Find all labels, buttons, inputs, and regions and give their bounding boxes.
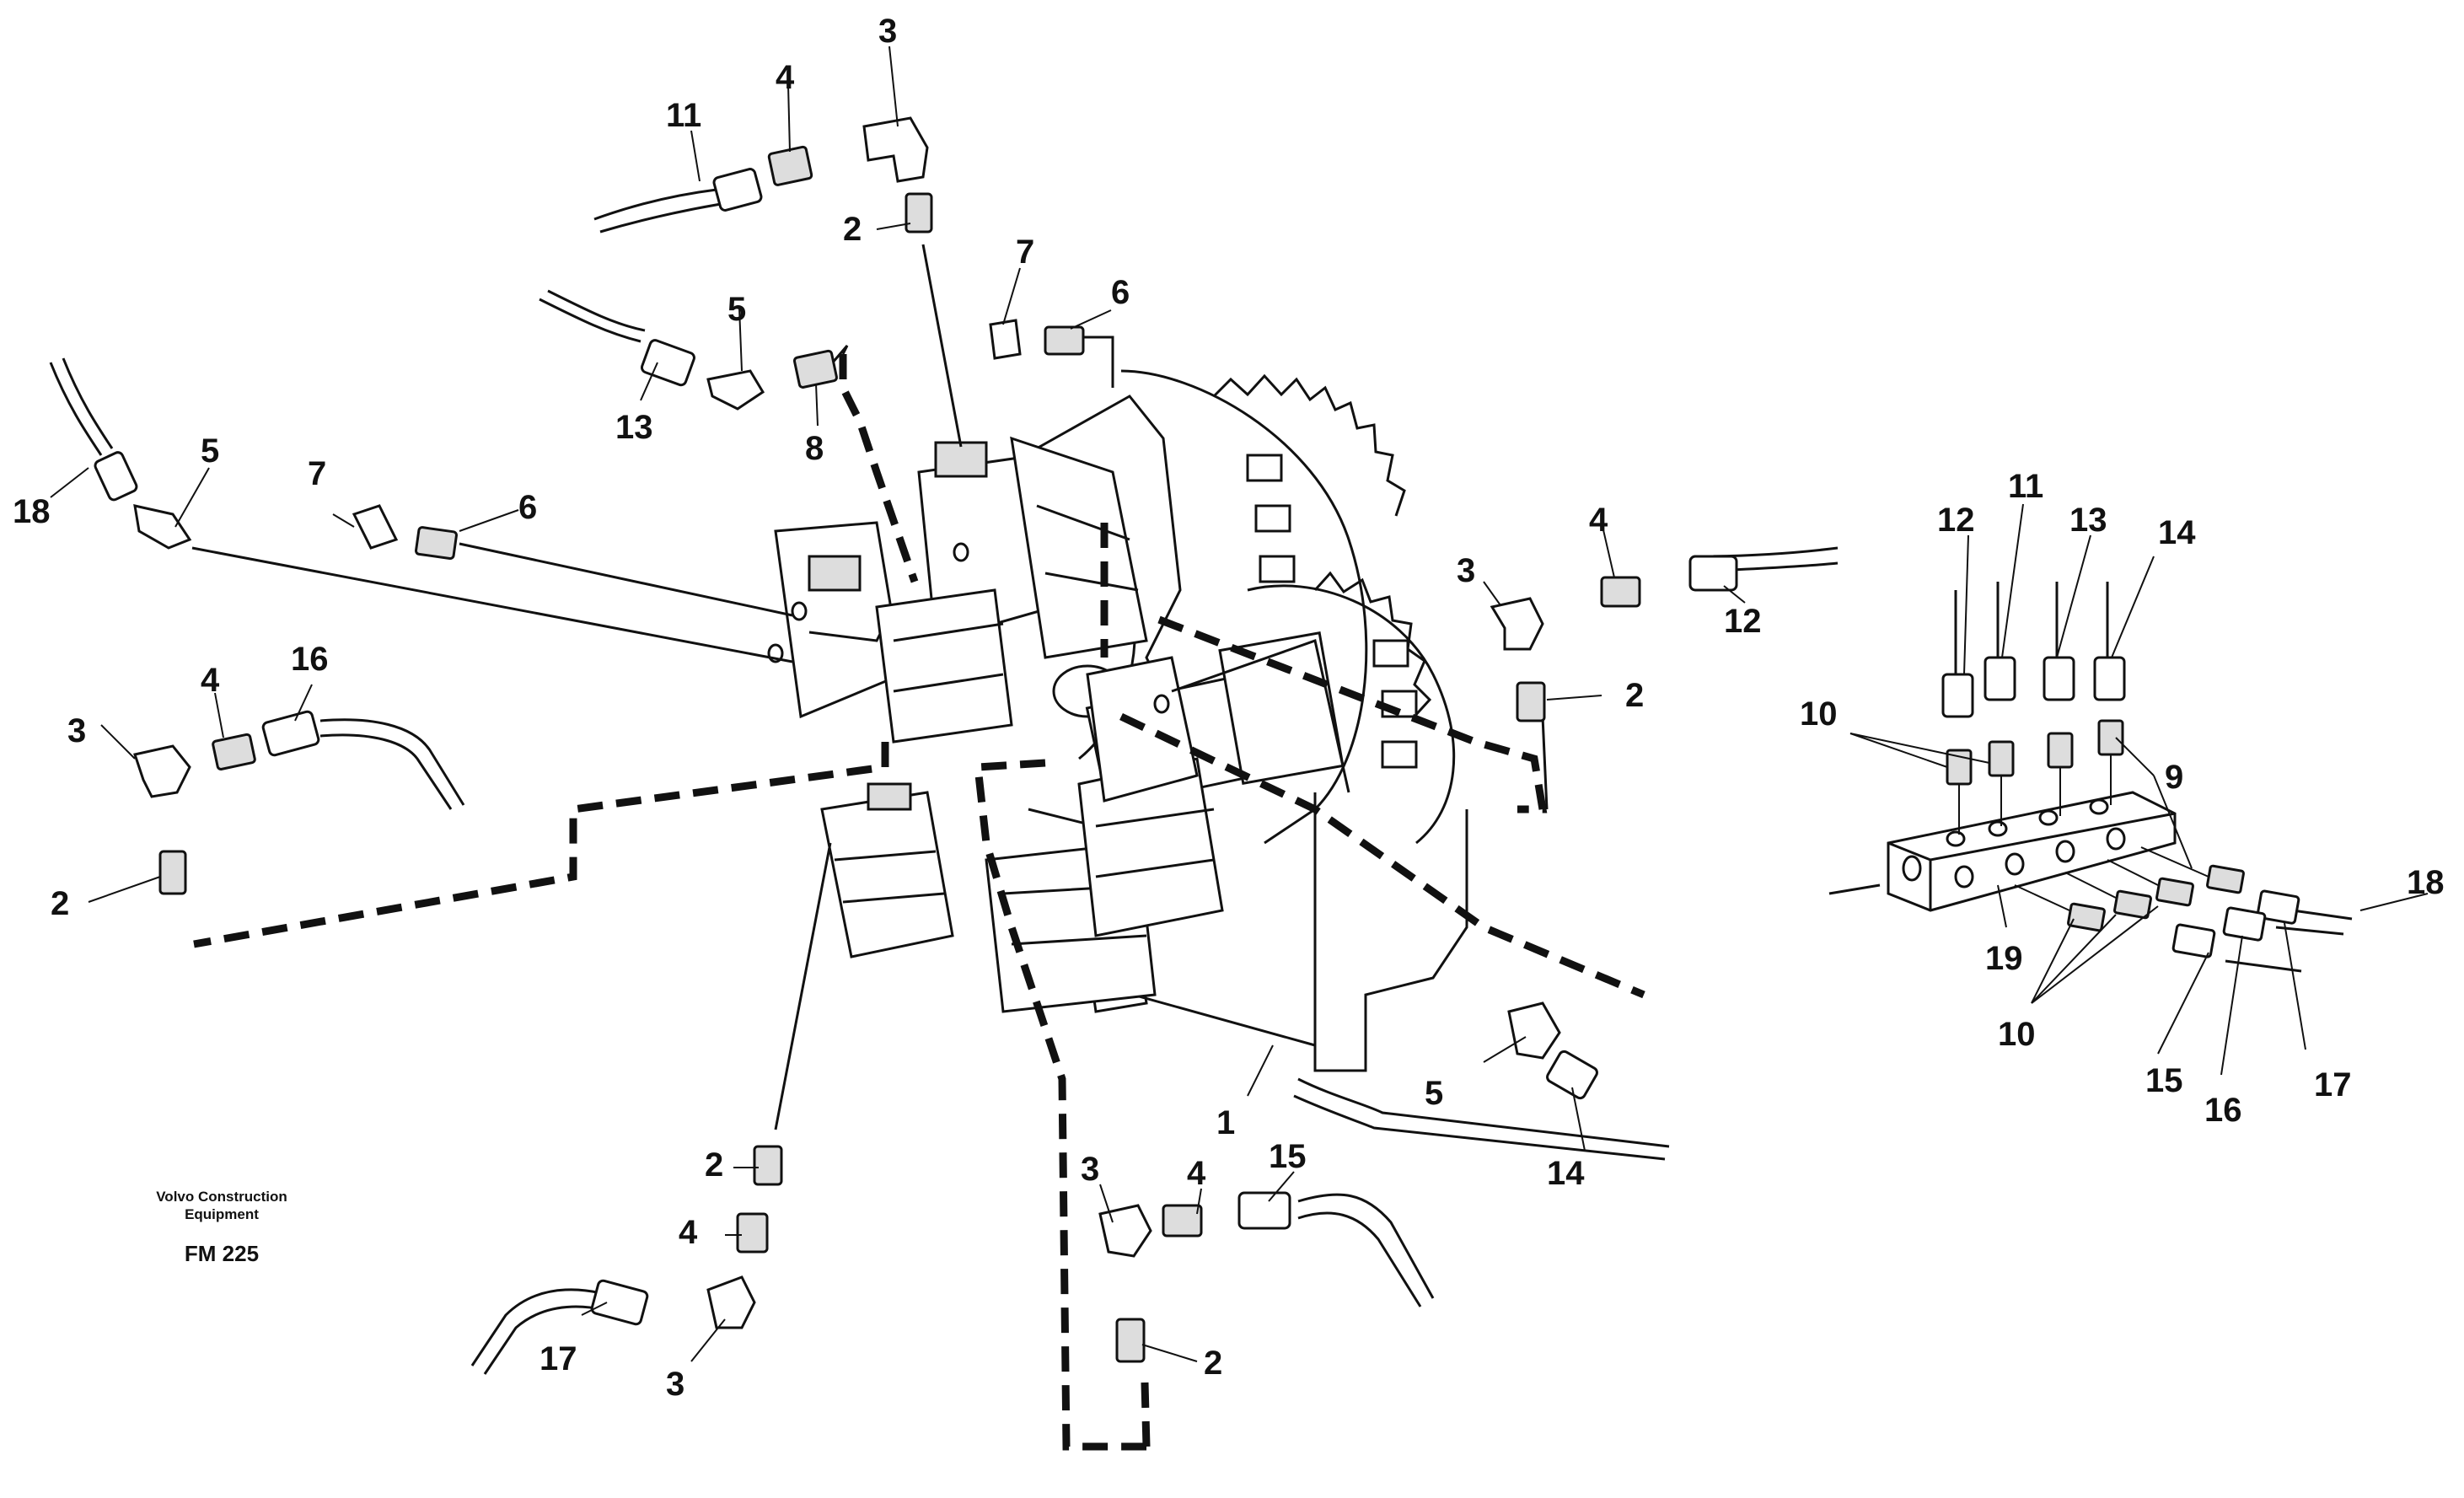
- callout-18: 18: [2407, 864, 2445, 901]
- figure-code: FM 225: [185, 1241, 259, 1266]
- callout-labels: 1 2 2 2 2 2 3 3 3 3 3 4 4 4 4 4 5 5 5 6 …: [13, 13, 2445, 1403]
- valve-block-lower: [820, 757, 1224, 1013]
- callout-7: 7: [308, 455, 326, 492]
- callout-16: 16: [2204, 1092, 2242, 1129]
- callout-10: 10: [1998, 1016, 2036, 1053]
- callout-2: 2: [51, 885, 69, 922]
- callout-17: 17: [540, 1340, 577, 1377]
- callout-6: 6: [518, 489, 537, 526]
- hoses: [49, 188, 2353, 1375]
- callout-19: 19: [1985, 940, 2023, 977]
- callout-4: 4: [1589, 502, 1608, 539]
- callout-12: 12: [1937, 502, 1975, 539]
- callout-8: 8: [805, 430, 824, 467]
- callout-14: 14: [1547, 1155, 1585, 1192]
- callout-3: 3: [1081, 1151, 1099, 1188]
- pilot-lines: [193, 354, 1645, 1451]
- callout-1: 1: [1216, 1104, 1235, 1141]
- callout-13: 13: [2069, 502, 2107, 539]
- callout-2: 2: [843, 211, 862, 248]
- callout-3: 3: [67, 712, 86, 749]
- callout-9: 9: [2165, 759, 2183, 796]
- callout-5: 5: [727, 291, 746, 328]
- callout-11: 11: [2008, 468, 2043, 505]
- brand-line-1: Volvo Construction: [156, 1189, 287, 1205]
- valve-block-upper: [917, 436, 1148, 659]
- callout-3: 3: [1457, 552, 1475, 589]
- callout-18: 18: [13, 493, 51, 530]
- callout-7: 7: [1016, 234, 1034, 271]
- callout-15: 15: [1269, 1138, 1307, 1175]
- leader-lines: [50, 46, 2429, 1362]
- callout-6: 6: [1111, 274, 1130, 311]
- callout-3: 3: [666, 1366, 684, 1403]
- callout-2: 2: [1625, 677, 1644, 714]
- callout-14: 14: [2158, 514, 2196, 551]
- callout-5: 5: [1425, 1075, 1443, 1112]
- valve-block-left: [767, 521, 1013, 744]
- callout-13: 13: [615, 409, 653, 446]
- distribution-manifold: [1828, 656, 2300, 958]
- callout-17: 17: [2314, 1066, 2352, 1103]
- callout-11: 11: [666, 97, 701, 134]
- callout-4: 4: [1187, 1155, 1206, 1192]
- callout-4: 4: [679, 1214, 698, 1251]
- callout-5: 5: [201, 432, 219, 470]
- callout-4: 4: [776, 59, 795, 96]
- brand-line-2: Equipment: [185, 1206, 259, 1222]
- figure-caption: Volvo Construction Equipment FM 225: [156, 1189, 287, 1266]
- callout-2: 2: [705, 1146, 723, 1184]
- callout-15: 15: [2145, 1062, 2183, 1099]
- callout-3: 3: [878, 13, 897, 50]
- callout-4: 4: [201, 662, 220, 699]
- callout-16: 16: [291, 641, 329, 678]
- callout-10: 10: [1800, 695, 1838, 733]
- fittings: [94, 116, 1738, 1363]
- callout-12: 12: [1724, 603, 1762, 640]
- callout-2: 2: [1204, 1345, 1222, 1382]
